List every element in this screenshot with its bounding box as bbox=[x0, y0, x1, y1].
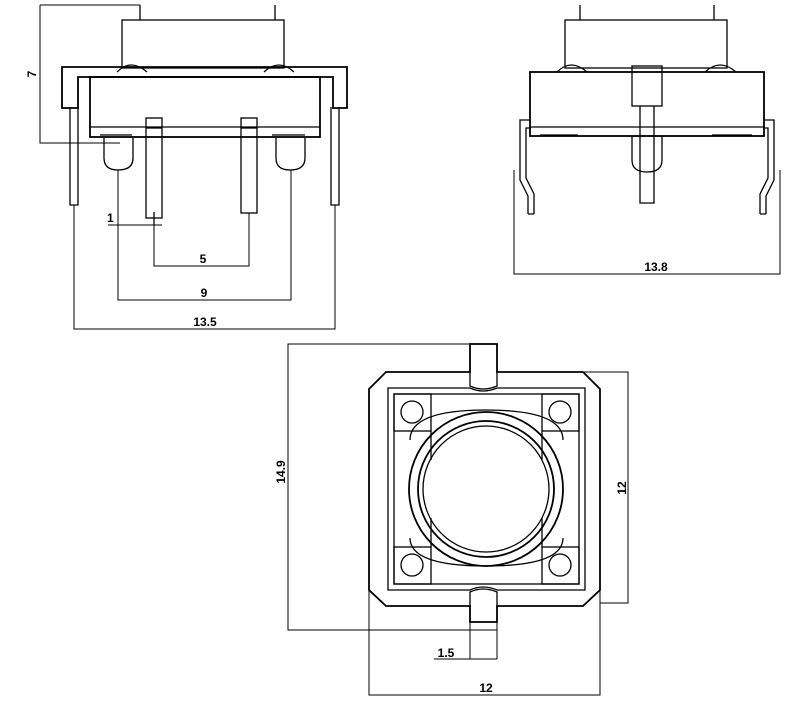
dim-lead-span-label: 13.8 bbox=[644, 260, 668, 274]
dim-overall-length-lines bbox=[287, 343, 497, 631]
dim-body-height-label: 12 bbox=[615, 481, 629, 495]
front-lead-left bbox=[69, 107, 79, 206]
front-cap bbox=[121, 19, 285, 69]
side-dome-left bbox=[556, 64, 588, 73]
side-center-pin bbox=[639, 106, 655, 204]
top-button-outer bbox=[417, 420, 555, 558]
front-dome-left bbox=[116, 64, 148, 73]
top-corner-bl bbox=[393, 546, 432, 585]
side-actuator bbox=[579, 5, 715, 20]
top-hole-tr bbox=[548, 400, 572, 424]
front-pin-right bbox=[240, 117, 258, 214]
dim-overall-length-label: 14.9 bbox=[274, 460, 288, 484]
dim-tab-width-lines bbox=[434, 622, 498, 660]
dim-body-width-lines bbox=[368, 590, 601, 696]
top-button-ring bbox=[408, 411, 564, 567]
front-view: 7 1 5 9 13.5 bbox=[25, 4, 348, 330]
top-tab-bottom bbox=[469, 588, 498, 606]
dim-pin-width-label: 1 bbox=[107, 211, 114, 225]
front-dome-right bbox=[263, 64, 295, 73]
top-corner-tl bbox=[393, 393, 432, 432]
top-plunger-boss bbox=[409, 409, 564, 567]
side-center-post bbox=[631, 136, 663, 173]
front-body bbox=[89, 76, 321, 138]
side-cap bbox=[564, 19, 728, 69]
side-lead-right bbox=[759, 119, 775, 215]
dim-mount-spacing-label: 9 bbox=[201, 286, 208, 300]
dim-height-lines bbox=[39, 4, 140, 144]
side-lead-left bbox=[519, 119, 535, 215]
front-post-right bbox=[275, 138, 306, 171]
top-hole-tl bbox=[400, 400, 424, 424]
top-corner-br bbox=[541, 546, 580, 585]
front-lead-right bbox=[330, 107, 340, 206]
side-body bbox=[529, 71, 765, 137]
dim-overall-width-label: 13.5 bbox=[193, 315, 217, 329]
top-body-outline bbox=[368, 343, 601, 623]
dim-tab-width-label: 1.5 bbox=[438, 646, 455, 660]
front-pin-left bbox=[145, 117, 163, 219]
side-view: 13.8 bbox=[513, 5, 781, 275]
dim-mount-spacing-lines bbox=[117, 170, 292, 301]
dim-height-label: 7 bbox=[25, 70, 39, 77]
top-inner-frame bbox=[387, 387, 586, 591]
dim-body-width-label: 12 bbox=[479, 681, 493, 695]
side-center-pin-top bbox=[631, 65, 663, 107]
front-actuator bbox=[139, 5, 276, 20]
top-view: 14.9 12 1.5 12 bbox=[274, 343, 629, 696]
dim-overall-width-lines bbox=[73, 205, 336, 330]
dim-lead-span-lines bbox=[513, 170, 781, 275]
top-hole-br bbox=[548, 553, 572, 577]
dim-body-height-lines bbox=[583, 371, 629, 604]
front-frame bbox=[61, 66, 348, 109]
top-corner-tr bbox=[541, 393, 580, 432]
dim-pin-spacing-lines bbox=[153, 213, 250, 267]
top-tab-top bbox=[469, 372, 498, 390]
top-button-inner bbox=[422, 425, 550, 553]
side-dome-right bbox=[704, 64, 737, 73]
top-inner-square bbox=[393, 393, 580, 585]
top-hole-bl bbox=[400, 553, 424, 577]
dim-pin-spacing-label: 5 bbox=[200, 252, 207, 266]
